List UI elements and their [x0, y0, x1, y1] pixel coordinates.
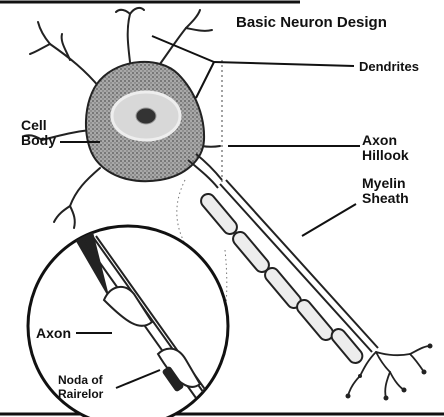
pointer-dendrites-3 [196, 62, 214, 98]
diagram-title: Basic Neuron Design [236, 15, 387, 30]
label-dendrites: Dendrites [359, 59, 419, 74]
pointer-dendrites-2 [214, 62, 354, 66]
label-axon: Axon [36, 326, 71, 341]
label-node: Noda of Rairelor [58, 373, 103, 401]
label-myelin-sheath: Myelin Sheath [362, 176, 409, 206]
pointer-dendrites-1 [152, 36, 214, 62]
label-cell-body: Cell Body [21, 118, 56, 148]
nucleolus [136, 108, 156, 124]
label-axon-hillock: Axon Hillook [362, 133, 409, 163]
pointer-myelin [302, 204, 356, 236]
